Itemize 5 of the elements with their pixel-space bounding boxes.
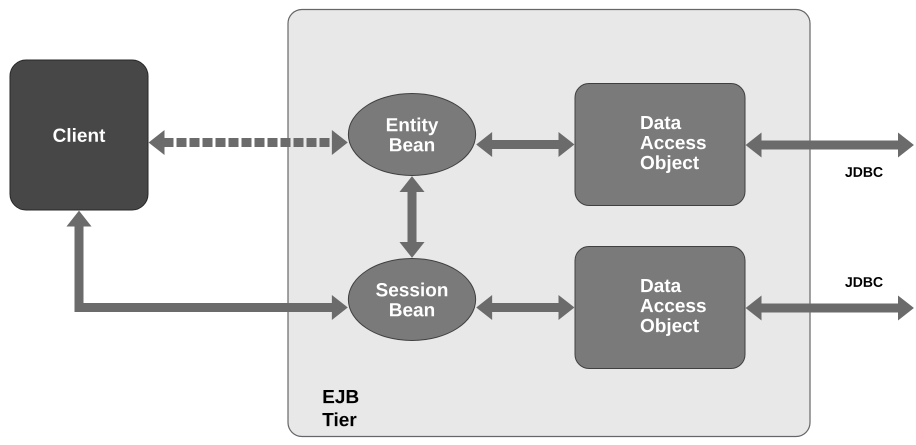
edge-label: JDBC — [845, 167, 883, 177]
client-box: Client — [10, 60, 148, 210]
object-box: Data Access Object — [574, 83, 746, 206]
object-box: Data Access Object — [574, 246, 746, 369]
edge-label: JDBC — [845, 277, 883, 287]
